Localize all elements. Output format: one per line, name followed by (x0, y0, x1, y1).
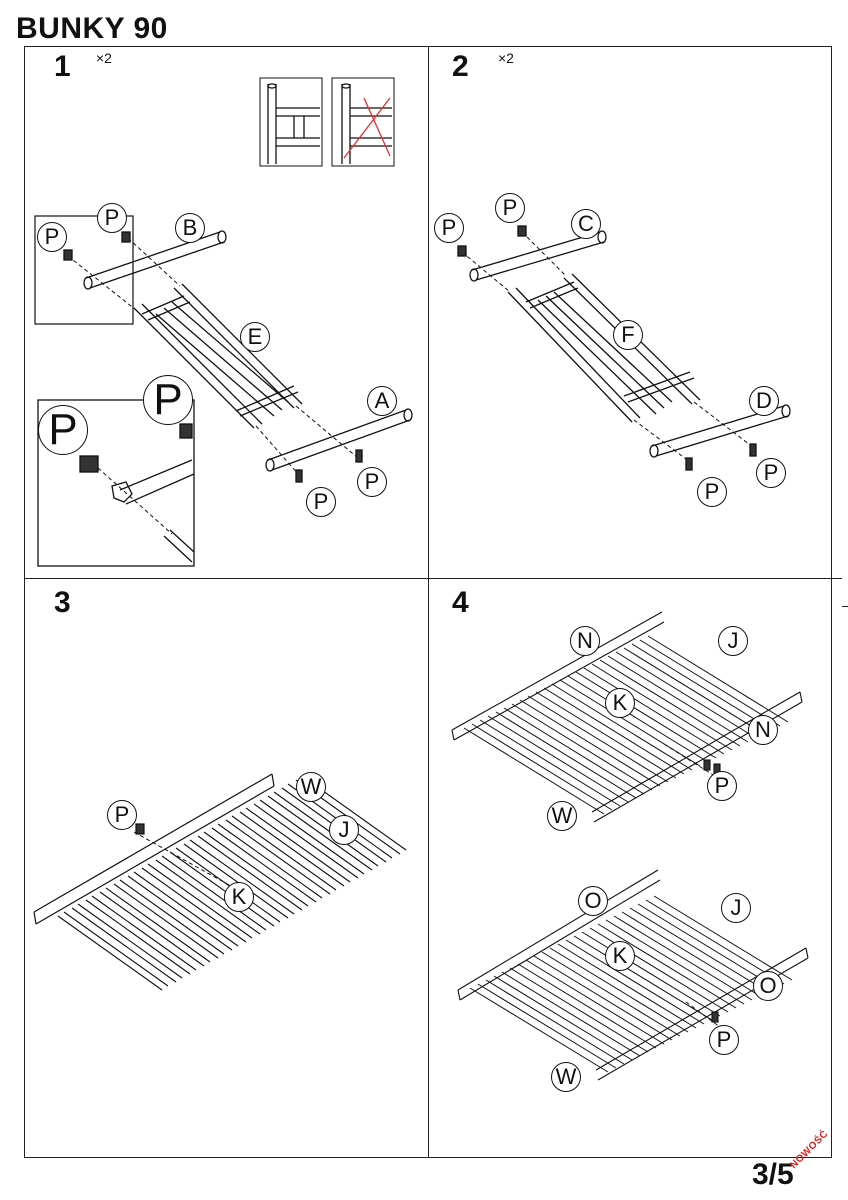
correct-orientation-thumbnail (259, 77, 323, 167)
callout-o: O (578, 886, 608, 916)
page-number: 3/5 (752, 1158, 794, 1191)
callout-p: P (306, 487, 336, 517)
callout-b: B (175, 213, 205, 243)
callout-p: P (495, 193, 525, 223)
incorrect-orientation-thumbnail (331, 77, 395, 167)
callout-c: C (571, 209, 601, 239)
callout-j: J (718, 626, 748, 656)
step-4-number: 4 (452, 586, 469, 619)
callout-k: K (605, 688, 635, 718)
document-title: BUNKY 90 (16, 12, 168, 45)
panel-divider-vertical (428, 46, 429, 1158)
callout-p: P (697, 477, 727, 507)
detail-callout-p: P (38, 405, 88, 455)
callout-k: K (224, 882, 254, 912)
panel-divider-horizontal (24, 578, 842, 579)
callout-k: K (605, 941, 635, 971)
callout-p: P (709, 1025, 739, 1055)
callout-a: A (367, 386, 397, 416)
margin-tick (842, 606, 848, 607)
callout-n: N (748, 715, 778, 745)
step-3-number: 3 (54, 586, 71, 619)
callout-p: P (434, 213, 464, 243)
callout-w: W (551, 1062, 581, 1092)
callout-p: P (357, 467, 387, 497)
step-2-number: 2 (452, 50, 469, 83)
callout-p: P (97, 203, 127, 233)
callout-w: W (296, 772, 326, 802)
callout-w: W (547, 801, 577, 831)
step-1-illustration (34, 77, 413, 567)
step-3-illustration (33, 773, 407, 991)
step-4-illustration (451, 611, 809, 1081)
callout-o: O (753, 971, 783, 1001)
callout-p: P (756, 458, 786, 488)
detail-callout-p: P (143, 375, 193, 425)
step-2-illustration (457, 225, 791, 471)
callout-p: P (37, 222, 67, 252)
callout-j: J (721, 893, 751, 923)
callout-e: E (240, 322, 270, 352)
callout-n: N (570, 626, 600, 656)
callout-d: D (749, 386, 779, 416)
callout-f: F (613, 320, 643, 350)
step-1-multiplier: ×2 (96, 50, 112, 66)
step-2-multiplier: ×2 (498, 50, 514, 66)
callout-p: P (107, 800, 137, 830)
callout-p: P (707, 771, 737, 801)
step-1-number: 1 (54, 50, 71, 83)
callout-j: J (329, 815, 359, 845)
